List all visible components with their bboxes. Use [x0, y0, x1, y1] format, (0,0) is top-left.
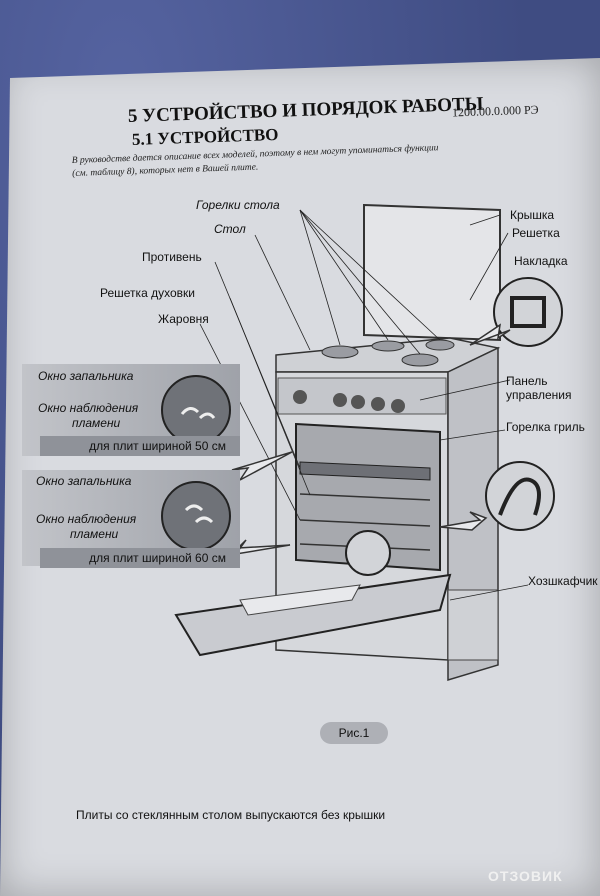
inset-50-ignition-label: Окно запальника: [38, 369, 134, 383]
knob-1: [293, 390, 307, 404]
grill-detail-circle: [485, 461, 555, 531]
knob-4: [371, 397, 385, 411]
inset-60-width-note: для плит шириной 60 см: [40, 548, 240, 568]
storage-cabinet: [447, 589, 499, 661]
inset-50-flame-label-2: пламени: [72, 416, 121, 430]
figure-caption: Рис.1: [320, 722, 388, 744]
label-roaster: Жаровня: [158, 312, 209, 326]
label-panel-line1: Панель: [506, 374, 548, 388]
label-grate: Решетка: [512, 226, 560, 240]
label-lid: Крышка: [510, 208, 555, 222]
label-tray: Противень: [142, 250, 202, 264]
grill-burner-detail: [498, 477, 541, 516]
footer-note: Плиты со стеклянным столом выпускаются б…: [76, 808, 386, 822]
inset-60-flame-label-1: Окно наблюдения: [36, 512, 137, 526]
label-burners: Горелки стола: [196, 198, 280, 212]
label-grill-burner: Горелка гриль: [506, 420, 585, 434]
watermark-logo: ОТЗОВИК: [488, 868, 563, 884]
inset-50-width-note: для плит шириной 50 см: [40, 436, 240, 456]
inset-50-flame-label-1: Окно наблюдения: [38, 401, 139, 415]
grate-detail: [510, 296, 546, 328]
burner-2: [371, 340, 405, 352]
door-window-detail: [345, 530, 391, 576]
inset-60-ignition-label: Окно запальника: [36, 474, 132, 488]
label-oven-grid: Решетка духовки: [100, 286, 195, 300]
label-panel-line2: управления: [506, 388, 572, 402]
label-panel: Панель управления: [506, 374, 571, 402]
label-table: Стол: [214, 222, 246, 236]
inset-60-circle: [161, 481, 231, 551]
door-glass: [239, 584, 361, 616]
stove-lid: [363, 203, 501, 342]
knob-5: [391, 399, 405, 413]
leader-lines: [199, 209, 529, 601]
grate-detail-circle: [493, 277, 563, 347]
burner-1: [321, 345, 359, 359]
knob-3: [351, 395, 365, 409]
knob-2: [333, 393, 347, 407]
burner-3: [401, 353, 439, 367]
inset-60-flame-label-2: пламени: [70, 527, 119, 541]
label-overlay: Накладка: [514, 254, 568, 268]
burner-4: [425, 339, 455, 351]
label-cabinet: Хозшкафчик: [528, 574, 598, 588]
arrows: [231, 323, 511, 556]
